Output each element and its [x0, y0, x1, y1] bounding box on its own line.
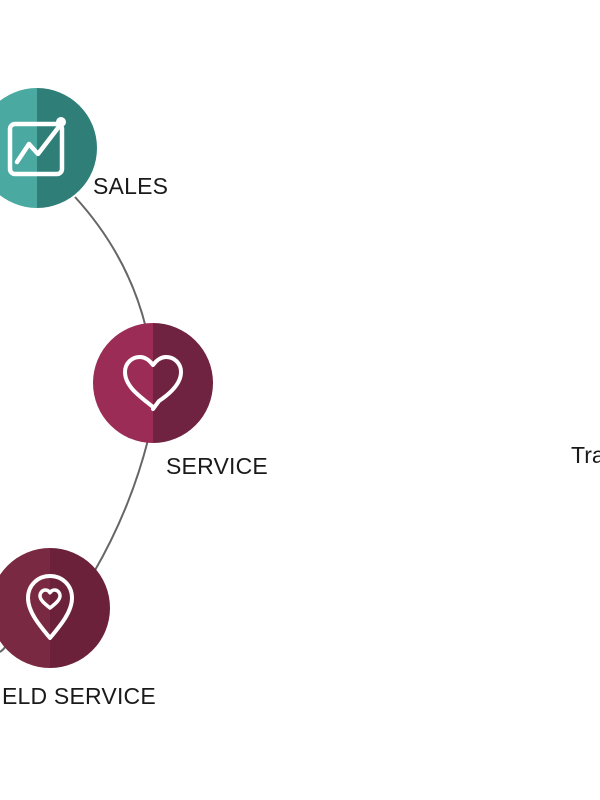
truncated-side-text: Tra	[571, 442, 600, 468]
field-service-label: ELD SERVICE	[2, 683, 156, 709]
sales-label: SALES	[93, 173, 169, 199]
service-node	[93, 323, 213, 443]
service-node-left	[93, 323, 153, 443]
field-service-node-left	[0, 548, 50, 668]
field-service-node-right	[50, 548, 110, 668]
service-label: SERVICE	[166, 453, 268, 479]
growth-chart-icon	[7, 117, 66, 177]
heart-icon	[123, 355, 183, 411]
sales-node	[0, 88, 97, 208]
sales-node-right	[37, 88, 97, 208]
service-node-right	[153, 323, 213, 443]
location-heart-icon	[26, 574, 74, 640]
connector-sales-service	[74, 196, 147, 329]
field-service-node	[0, 548, 110, 668]
